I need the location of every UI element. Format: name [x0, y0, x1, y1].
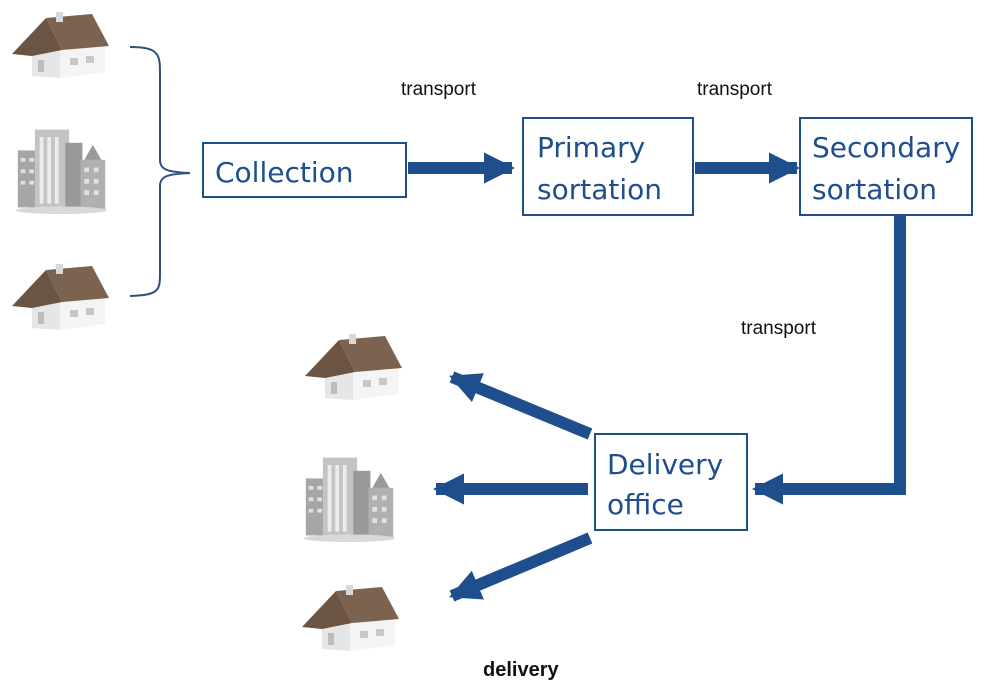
secondary-sortation-label-line2: sortation [812, 173, 937, 206]
office-building-icon [303, 457, 396, 543]
secondary-sortation-node: Secondary sortation [799, 117, 973, 216]
house-icon [12, 12, 109, 78]
transport-label-2: transport [697, 79, 773, 100]
primary-sortation-label-line2: sortation [537, 173, 662, 206]
delivery-office-node: Delivery office [594, 433, 748, 531]
arrow-delivery-to-house-top [449, 371, 593, 440]
collection-node: Collection [202, 142, 407, 198]
secondary-sortation-label-line1: Secondary [812, 131, 960, 164]
collection-label: Collection [215, 156, 354, 189]
source-bracket [129, 46, 191, 297]
house-icon [302, 585, 399, 651]
transport-label-1: transport [401, 79, 477, 100]
house-icon [305, 334, 402, 400]
arrow-delivery-to-house-bottom [449, 532, 593, 602]
delivery-office-label-line2: office [607, 488, 684, 521]
delivery-label: delivery [483, 659, 559, 681]
arrow-secondary-to-delivery-office [751, 216, 906, 505]
delivery-office-label-line1: Delivery [607, 448, 723, 481]
house-icon [12, 264, 109, 330]
primary-sortation-label-line1: Primary [537, 131, 645, 164]
transport-label-3: transport [741, 318, 817, 339]
office-building-icon [15, 129, 108, 215]
primary-sortation-node: Primary sortation [522, 117, 694, 216]
